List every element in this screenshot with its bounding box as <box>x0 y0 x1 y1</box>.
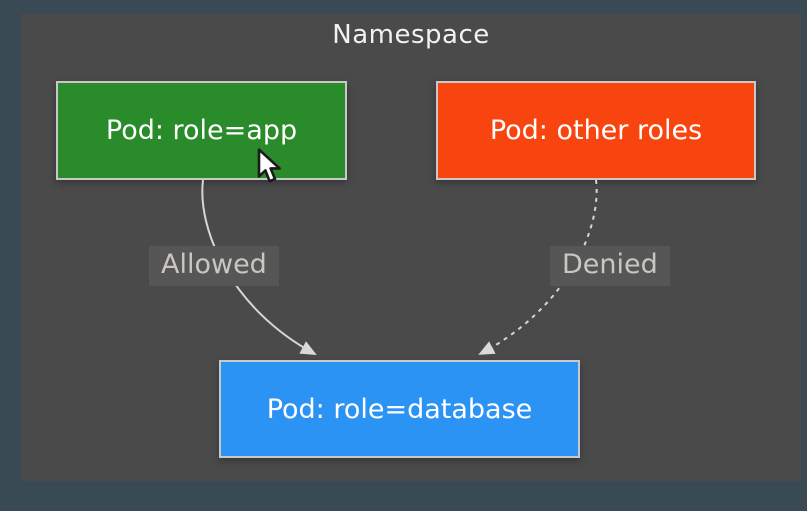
node-pod-role-database-label: Pod: role=database <box>267 394 533 425</box>
node-pod-role-app-label: Pod: role=app <box>106 115 297 146</box>
namespace-container: Namespace Pod: role=app Pod: other roles… <box>21 14 801 481</box>
node-pod-role-app: Pod: role=app <box>56 81 347 180</box>
node-pod-role-database: Pod: role=database <box>219 360 580 458</box>
edge-label-allowed: Allowed <box>149 246 279 286</box>
node-pod-other-roles: Pod: other roles <box>436 81 756 180</box>
node-pod-other-roles-label: Pod: other roles <box>490 115 702 146</box>
edge-label-denied: Denied <box>550 246 670 286</box>
namespace-title: Namespace <box>21 20 801 50</box>
